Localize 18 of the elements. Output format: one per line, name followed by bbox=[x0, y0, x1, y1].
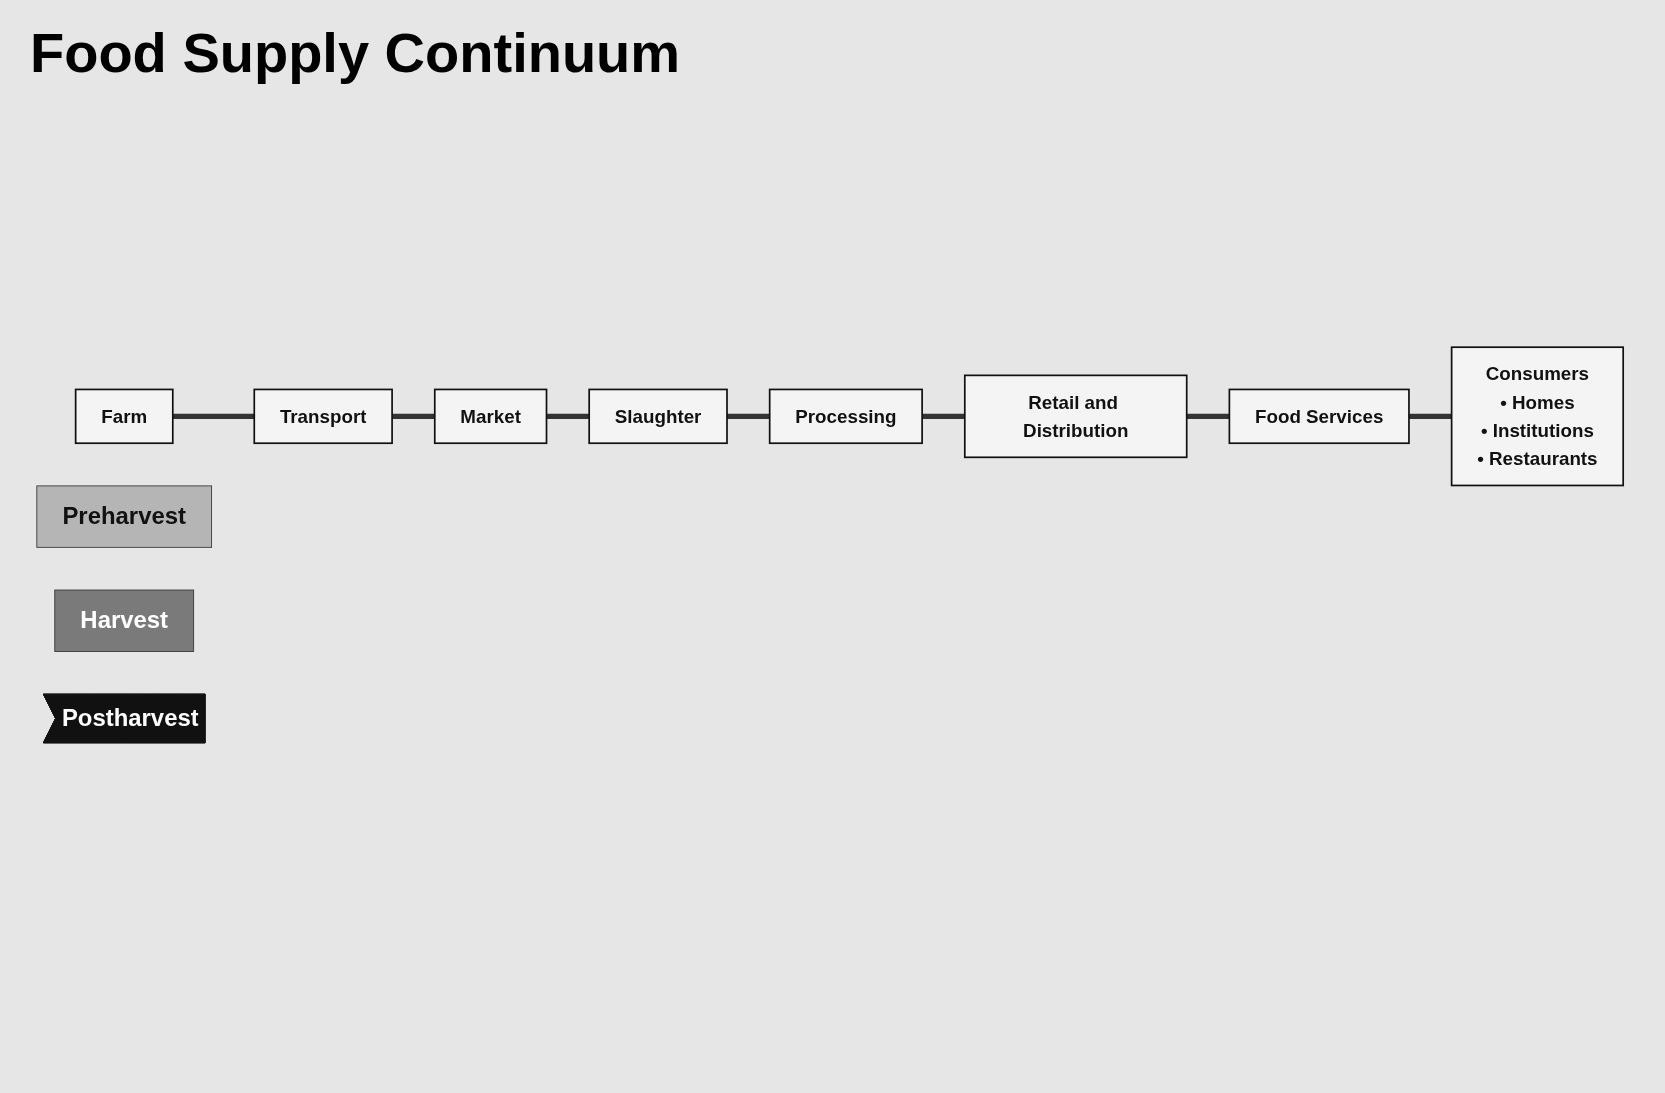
connector bbox=[727, 413, 770, 419]
connector bbox=[392, 413, 435, 419]
diagram-title: Food Supply Continuum bbox=[30, 20, 682, 85]
node-box: Slaughter bbox=[588, 388, 728, 445]
connector bbox=[1408, 413, 1452, 419]
connector bbox=[922, 413, 965, 419]
connector bbox=[172, 413, 255, 419]
connector bbox=[546, 413, 590, 419]
node-box: Market bbox=[433, 388, 548, 445]
node-box: Food Services bbox=[1228, 388, 1410, 445]
node-box: Retail and Distribution bbox=[963, 374, 1188, 459]
node-box: Processing bbox=[768, 388, 923, 445]
node-box: Farm bbox=[74, 388, 174, 445]
node-box: Consumers • Homes • Institutions • Restaurants bbox=[1450, 346, 1625, 487]
connector bbox=[1186, 413, 1230, 419]
node-box: Transport bbox=[253, 388, 393, 445]
node-box: Preharvest bbox=[36, 485, 213, 548]
node-box: Harvest bbox=[54, 589, 195, 652]
